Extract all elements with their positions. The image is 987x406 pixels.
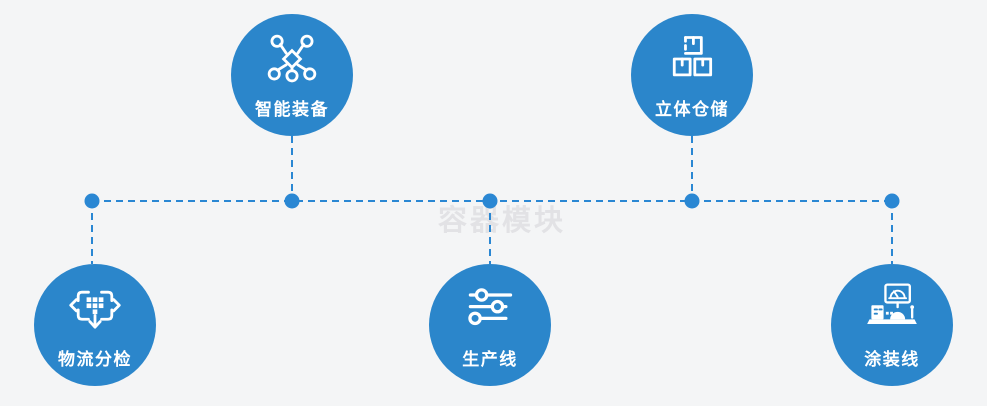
control-station-icon bbox=[862, 280, 922, 338]
watermark-text: 容器模块 bbox=[438, 205, 567, 237]
junction-dot bbox=[884, 193, 900, 209]
node-label: 物流分检 bbox=[58, 350, 132, 369]
node-production-line[interactable]: 生产线 bbox=[429, 264, 551, 386]
node-label: 立体仓储 bbox=[655, 100, 729, 119]
node-label: 生产线 bbox=[462, 350, 518, 369]
node-label: 涂装线 bbox=[864, 350, 920, 369]
sliders-icon bbox=[462, 280, 518, 338]
junction-dot bbox=[684, 193, 700, 209]
junction-dot bbox=[84, 193, 100, 209]
network-nodes-icon bbox=[264, 30, 320, 88]
node-painting-line[interactable]: 涂装线 bbox=[831, 264, 953, 386]
junction-dot bbox=[284, 193, 300, 209]
node-logistics-sorting[interactable]: 物流分检 bbox=[34, 264, 156, 386]
crossroads-arrows-icon bbox=[67, 280, 123, 338]
node-smart-equipment[interactable]: 智能装备 bbox=[231, 14, 353, 136]
stacked-boxes-icon bbox=[664, 30, 720, 88]
junction-dot bbox=[482, 193, 498, 209]
node-label: 智能装备 bbox=[255, 100, 329, 119]
node-warehouse[interactable]: 立体仓储 bbox=[631, 14, 753, 136]
